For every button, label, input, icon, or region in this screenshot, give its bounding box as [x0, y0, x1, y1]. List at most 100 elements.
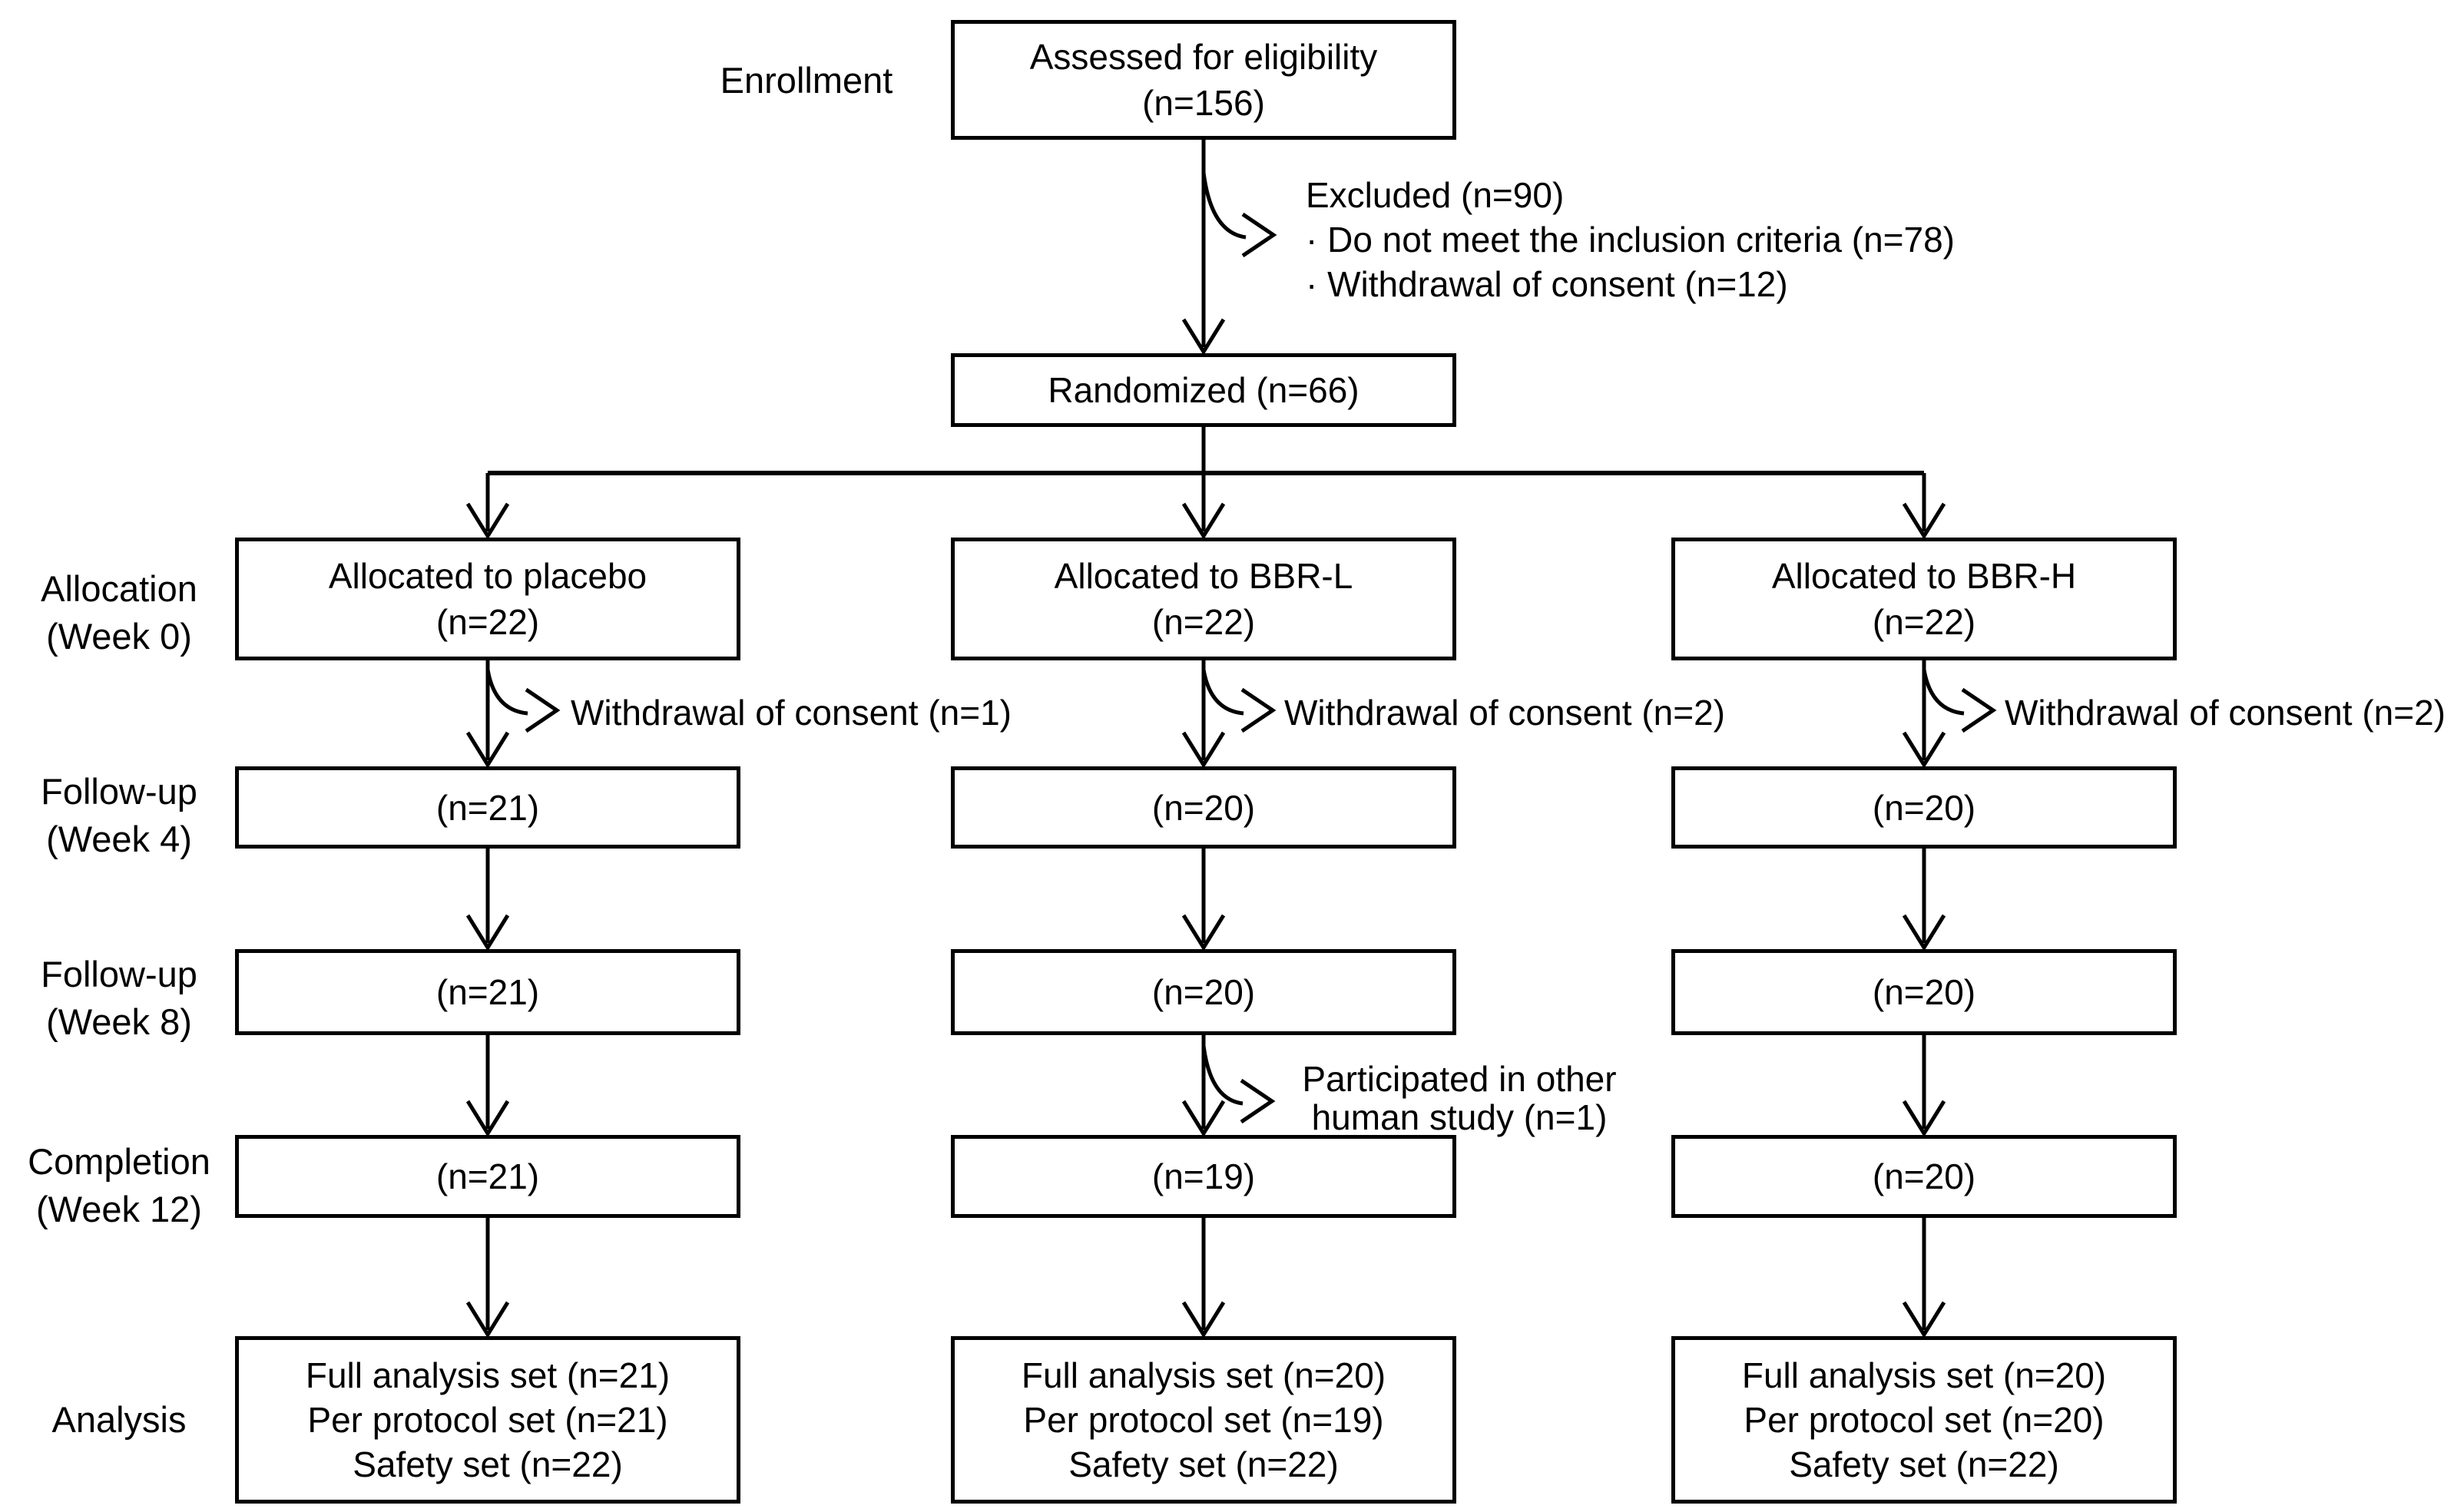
box-text: (n=21): [435, 972, 540, 1012]
box-text: (n=21): [435, 787, 540, 828]
note-text: Excluded (n=90): [1306, 175, 1565, 215]
box-text: Randomized (n=66): [1048, 370, 1359, 410]
arrowhead-split-placebo: [465, 502, 510, 540]
box-completion-placebo: (n=21): [235, 1135, 740, 1218]
box-week4-bbrl: (n=20): [951, 766, 1456, 849]
box-text: (n=156): [1142, 83, 1265, 123]
box-text: (n=20): [1872, 787, 1976, 828]
box-text: Safety set (n=22): [1789, 1444, 2059, 1484]
arrowhead-analysis-bbrl: [1181, 1301, 1226, 1338]
note-text: · Do not meet the inclusion criteria (n=…: [1306, 220, 1956, 260]
box-text: Full analysis set (n=20): [1741, 1355, 2107, 1395]
note-text: Withdrawal of consent (n=2): [1284, 693, 1725, 733]
stage-label-text: (Week 12): [36, 1189, 202, 1229]
box-text: Full analysis set (n=20): [1021, 1355, 1386, 1395]
stage-label-text: Enrollment: [720, 60, 893, 101]
box-text: Allocated to placebo: [328, 556, 647, 596]
box-text: (n=20): [1872, 1156, 1976, 1196]
note-withdrawal-bbrh: Withdrawal of consent (n=2): [2005, 690, 2446, 735]
box-text: Allocated to BBR-L: [1054, 556, 1353, 596]
arrowhead-withdrawal-bbrl: [1240, 687, 1277, 733]
arrowhead-randomized: [1181, 318, 1226, 356]
stage-label-completion: Completion (Week 12): [0, 1138, 238, 1233]
arrowhead-split-bbrh: [1902, 502, 1946, 540]
arrowhead-other-study: [1240, 1078, 1276, 1124]
branch-withdrawal-placebo: [485, 669, 528, 716]
box-week4-placebo: (n=21): [235, 766, 740, 849]
box-completion-bbrh: (n=20): [1671, 1135, 2177, 1218]
box-text: Safety set (n=22): [1068, 1444, 1339, 1484]
arrowhead-week4-bbrl: [1181, 731, 1226, 769]
box-text: Full analysis set (n=21): [305, 1355, 671, 1395]
arrowhead-week8-placebo: [465, 914, 510, 951]
note-withdrawal-placebo: Withdrawal of consent (n=1): [571, 690, 1012, 735]
box-week8-placebo: (n=21): [235, 949, 740, 1035]
stage-label-text: Analysis: [51, 1399, 187, 1440]
arrowhead-week8-bbrl: [1181, 914, 1226, 951]
box-allocated-bbrl: Allocated to BBR-L (n=22): [951, 538, 1456, 660]
box-allocated-bbrh: Allocated to BBR-H (n=22): [1671, 538, 2177, 660]
branch-excluded: [1201, 172, 1247, 240]
box-text: Safety set (n=22): [353, 1444, 623, 1484]
box-text: Allocated to BBR-H: [1771, 556, 2077, 596]
box-text: (n=20): [1151, 972, 1256, 1012]
box-text: (n=22): [1151, 602, 1256, 642]
box-week4-bbrh: (n=20): [1671, 766, 2177, 849]
box-text: (n=22): [435, 602, 540, 642]
arrowhead-withdrawal-bbrh: [1961, 687, 1997, 733]
arrowhead-week8-bbrh: [1902, 914, 1946, 951]
arrowhead-analysis-placebo: [465, 1301, 510, 1338]
note-text: Withdrawal of consent (n=1): [571, 693, 1012, 733]
box-text: Assessed for eligibility: [1029, 37, 1378, 77]
box-randomized: Randomized (n=66): [951, 353, 1456, 427]
note-withdrawal-bbrl: Withdrawal of consent (n=2): [1284, 690, 1725, 735]
arrowhead-week4-placebo: [465, 731, 510, 769]
branch-other-study: [1201, 1045, 1244, 1106]
box-analysis-placebo: Full analysis set (n=21) Per protocol se…: [235, 1336, 740, 1504]
arrowhead-completion-placebo: [465, 1100, 510, 1137]
branch-withdrawal-bbrl: [1201, 669, 1244, 716]
box-week8-bbrl: (n=20): [951, 949, 1456, 1035]
box-week8-bbrh: (n=20): [1671, 949, 2177, 1035]
stage-label-text: Allocation: [41, 568, 197, 609]
box-text: (n=19): [1151, 1156, 1256, 1196]
arrowhead-analysis-bbrh: [1902, 1301, 1946, 1338]
box-text: Per protocol set (n=21): [307, 1400, 668, 1440]
note-text: Participated in other: [1302, 1059, 1617, 1099]
stage-label-allocation: Allocation (Week 0): [0, 565, 238, 660]
stage-label-text: (Week 0): [46, 616, 192, 657]
box-analysis-bbrh: Full analysis set (n=20) Per protocol se…: [1671, 1336, 2177, 1504]
note-excluded: Excluded (n=90) · Do not meet the inclus…: [1306, 173, 1955, 306]
branch-withdrawal-bbrh: [1922, 669, 1965, 716]
box-text: Per protocol set (n=20): [1744, 1400, 2105, 1440]
arrowhead-week4-bbrh: [1902, 731, 1946, 769]
note-text: Withdrawal of consent (n=2): [2005, 693, 2446, 733]
box-text: Per protocol set (n=19): [1023, 1400, 1384, 1440]
box-analysis-bbrl: Full analysis set (n=20) Per protocol se…: [951, 1336, 1456, 1504]
stage-label-text: Follow-up: [41, 954, 197, 994]
box-assessed-eligibility: Assessed for eligibility (n=156): [951, 20, 1456, 140]
arrowhead-excluded: [1241, 212, 1277, 258]
stage-label-text: (Week 8): [46, 1001, 192, 1042]
stage-label-text: (Week 4): [46, 819, 192, 859]
box-text: (n=22): [1872, 602, 1976, 642]
stage-label-text: Completion: [28, 1141, 210, 1182]
arrowhead-completion-bbrl: [1181, 1100, 1226, 1137]
note-other-study: Participated in other human study (n=1): [1267, 1060, 1651, 1136]
stage-label-enrollment: Enrollment: [691, 57, 922, 104]
box-text: (n=21): [435, 1156, 540, 1196]
stage-label-text: Follow-up: [41, 771, 197, 812]
box-text: (n=20): [1151, 787, 1256, 828]
arrowhead-completion-bbrh: [1902, 1100, 1946, 1137]
stage-label-followup-week4: Follow-up (Week 4): [0, 768, 238, 863]
box-allocated-placebo: Allocated to placebo (n=22): [235, 538, 740, 660]
stage-label-followup-week8: Follow-up (Week 8): [0, 951, 238, 1046]
note-text: · Withdrawal of consent (n=12): [1306, 264, 1788, 304]
box-completion-bbrl: (n=19): [951, 1135, 1456, 1218]
arrowhead-withdrawal-placebo: [525, 687, 561, 733]
stage-label-analysis: Analysis: [0, 1396, 238, 1444]
arrowhead-split-bbrl: [1181, 502, 1226, 540]
note-text: human study (n=1): [1311, 1097, 1608, 1137]
